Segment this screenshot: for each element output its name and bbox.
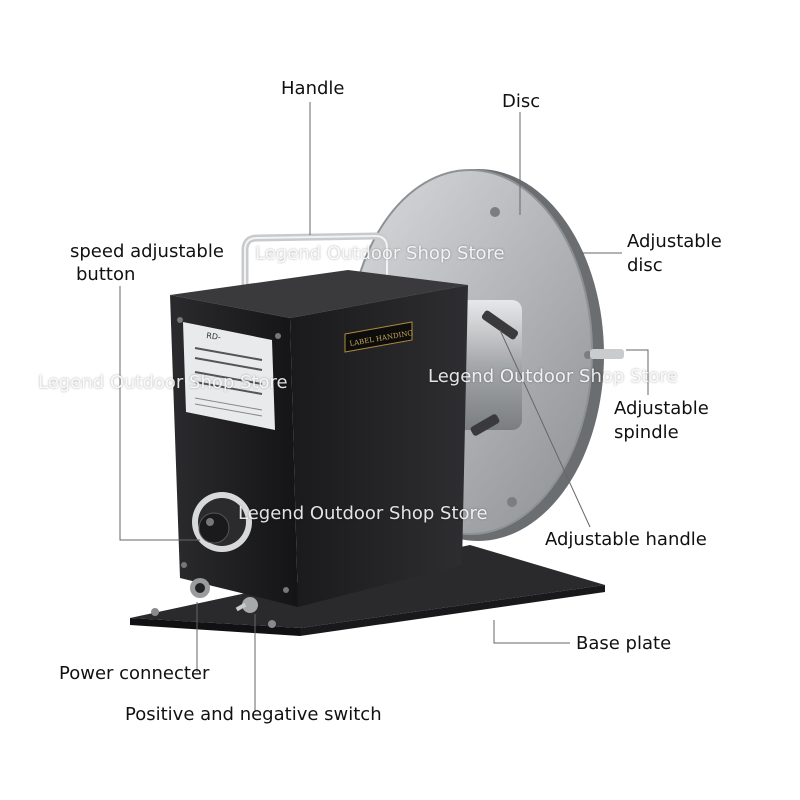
nameplate: RD- (183, 322, 275, 430)
label-base-plate: Base plate (576, 633, 672, 654)
leader-base (493, 620, 570, 644)
label-switch: Positive and negative switch (125, 704, 382, 725)
leader-spindle (626, 349, 649, 395)
speed-knob (192, 492, 252, 552)
adjustable-spindle (590, 349, 624, 359)
label-handle: Handle (281, 78, 345, 99)
label-adjustable-disc-line2: disc (627, 255, 663, 276)
handle (241, 232, 391, 304)
label-adjustable-disc-line1: Adjustable (627, 231, 722, 252)
label-spindle-line2: spindle (614, 422, 679, 443)
nameplate-model: RD- (206, 331, 222, 342)
leader-adjustable-handle (499, 329, 591, 528)
motor-housing: RD- LABEL HANDING (170, 270, 468, 613)
disc-bolt (490, 207, 500, 217)
leader-speed (119, 286, 200, 541)
label-power-connecter: Power connecter (59, 663, 210, 684)
label-speed-line2: button (76, 264, 136, 285)
disc-bolt (507, 497, 517, 507)
direction-switch (235, 597, 258, 613)
spindle-core (452, 300, 624, 436)
adjustable-handle (481, 310, 519, 340)
leader-lines (119, 102, 649, 712)
label-spindle-line1: Adjustable (614, 398, 709, 419)
label-disc: Disc (502, 91, 541, 112)
label-adjustable-handle: Adjustable handle (545, 529, 707, 550)
power-connector (190, 578, 210, 598)
label-speed-line1: speed adjustable (70, 241, 224, 262)
